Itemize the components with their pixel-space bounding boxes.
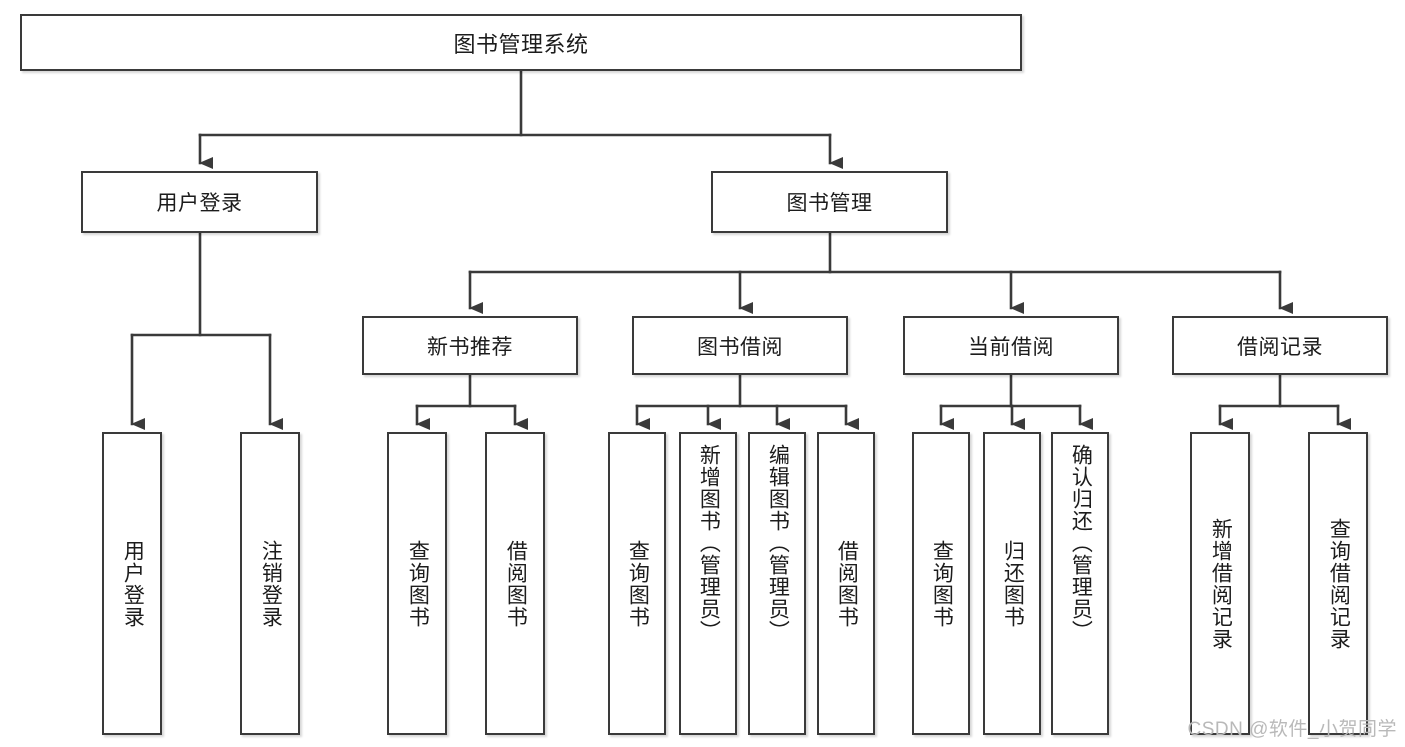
node-book-borrow[interactable]: 图书借阅 xyxy=(632,316,848,375)
node-leaf-user-login[interactable]: 用户登录 xyxy=(102,432,162,735)
node-user-login-label: 用户登录 xyxy=(156,192,243,215)
node-book-manage[interactable]: 图书管理 xyxy=(711,171,948,233)
node-leaf-edit-book-label: 编辑图书（管理员） xyxy=(766,444,790,642)
node-leaf-borrow-book-a-label: 借阅图书 xyxy=(504,539,528,628)
node-leaf-add-book-label: 新增图书（管理员） xyxy=(697,444,721,642)
node-leaf-confirm-return-label: 确认归还（管理员） xyxy=(1069,444,1093,642)
node-leaf-query-book-b[interactable]: 查询图书 xyxy=(608,432,666,735)
node-leaf-borrow-book-a[interactable]: 借阅图书 xyxy=(485,432,545,735)
node-leaf-confirm-return[interactable]: 确认归还（管理员） xyxy=(1051,432,1109,735)
node-borrow-record[interactable]: 借阅记录 xyxy=(1172,316,1388,375)
node-leaf-borrow-book-b-label: 借阅图书 xyxy=(835,539,859,628)
node-leaf-edit-book[interactable]: 编辑图书（管理员） xyxy=(748,432,806,735)
node-leaf-add-record-label: 新增借阅记录 xyxy=(1209,517,1233,650)
node-book-borrow-label: 图书借阅 xyxy=(697,335,783,359)
node-user-login[interactable]: 用户登录 xyxy=(81,171,318,233)
watermark: CSDN @软件_小贺同学 xyxy=(1187,719,1397,740)
node-root-label: 图书管理系统 xyxy=(453,31,589,57)
node-new-book-rec-label: 新书推荐 xyxy=(427,335,513,359)
node-leaf-return-book[interactable]: 归还图书 xyxy=(983,432,1041,735)
node-leaf-query-book-b-label: 查询图书 xyxy=(626,539,650,628)
node-new-book-rec[interactable]: 新书推荐 xyxy=(362,316,578,375)
node-leaf-logout-label: 注销登录 xyxy=(259,539,283,628)
node-leaf-logout[interactable]: 注销登录 xyxy=(240,432,300,735)
node-leaf-add-record[interactable]: 新增借阅记录 xyxy=(1190,432,1250,735)
node-leaf-query-record[interactable]: 查询借阅记录 xyxy=(1308,432,1368,735)
node-root[interactable]: 图书管理系统 xyxy=(20,14,1022,71)
node-leaf-query-book-a-label: 查询图书 xyxy=(406,539,430,628)
node-borrow-record-label: 借阅记录 xyxy=(1237,335,1323,359)
node-leaf-user-login-label: 用户登录 xyxy=(121,539,145,628)
node-leaf-add-book[interactable]: 新增图书（管理员） xyxy=(679,432,737,735)
node-current-borrow[interactable]: 当前借阅 xyxy=(903,316,1119,375)
node-current-borrow-label: 当前借阅 xyxy=(968,335,1054,359)
node-leaf-query-book-a[interactable]: 查询图书 xyxy=(387,432,447,735)
node-leaf-query-book-c-label: 查询图书 xyxy=(930,539,954,628)
node-leaf-query-book-c[interactable]: 查询图书 xyxy=(912,432,970,735)
node-leaf-query-record-label: 查询借阅记录 xyxy=(1327,517,1351,650)
node-book-manage-label: 图书管理 xyxy=(786,192,873,215)
node-leaf-borrow-book-b[interactable]: 借阅图书 xyxy=(817,432,875,735)
node-leaf-return-book-label: 归还图书 xyxy=(1001,539,1025,628)
